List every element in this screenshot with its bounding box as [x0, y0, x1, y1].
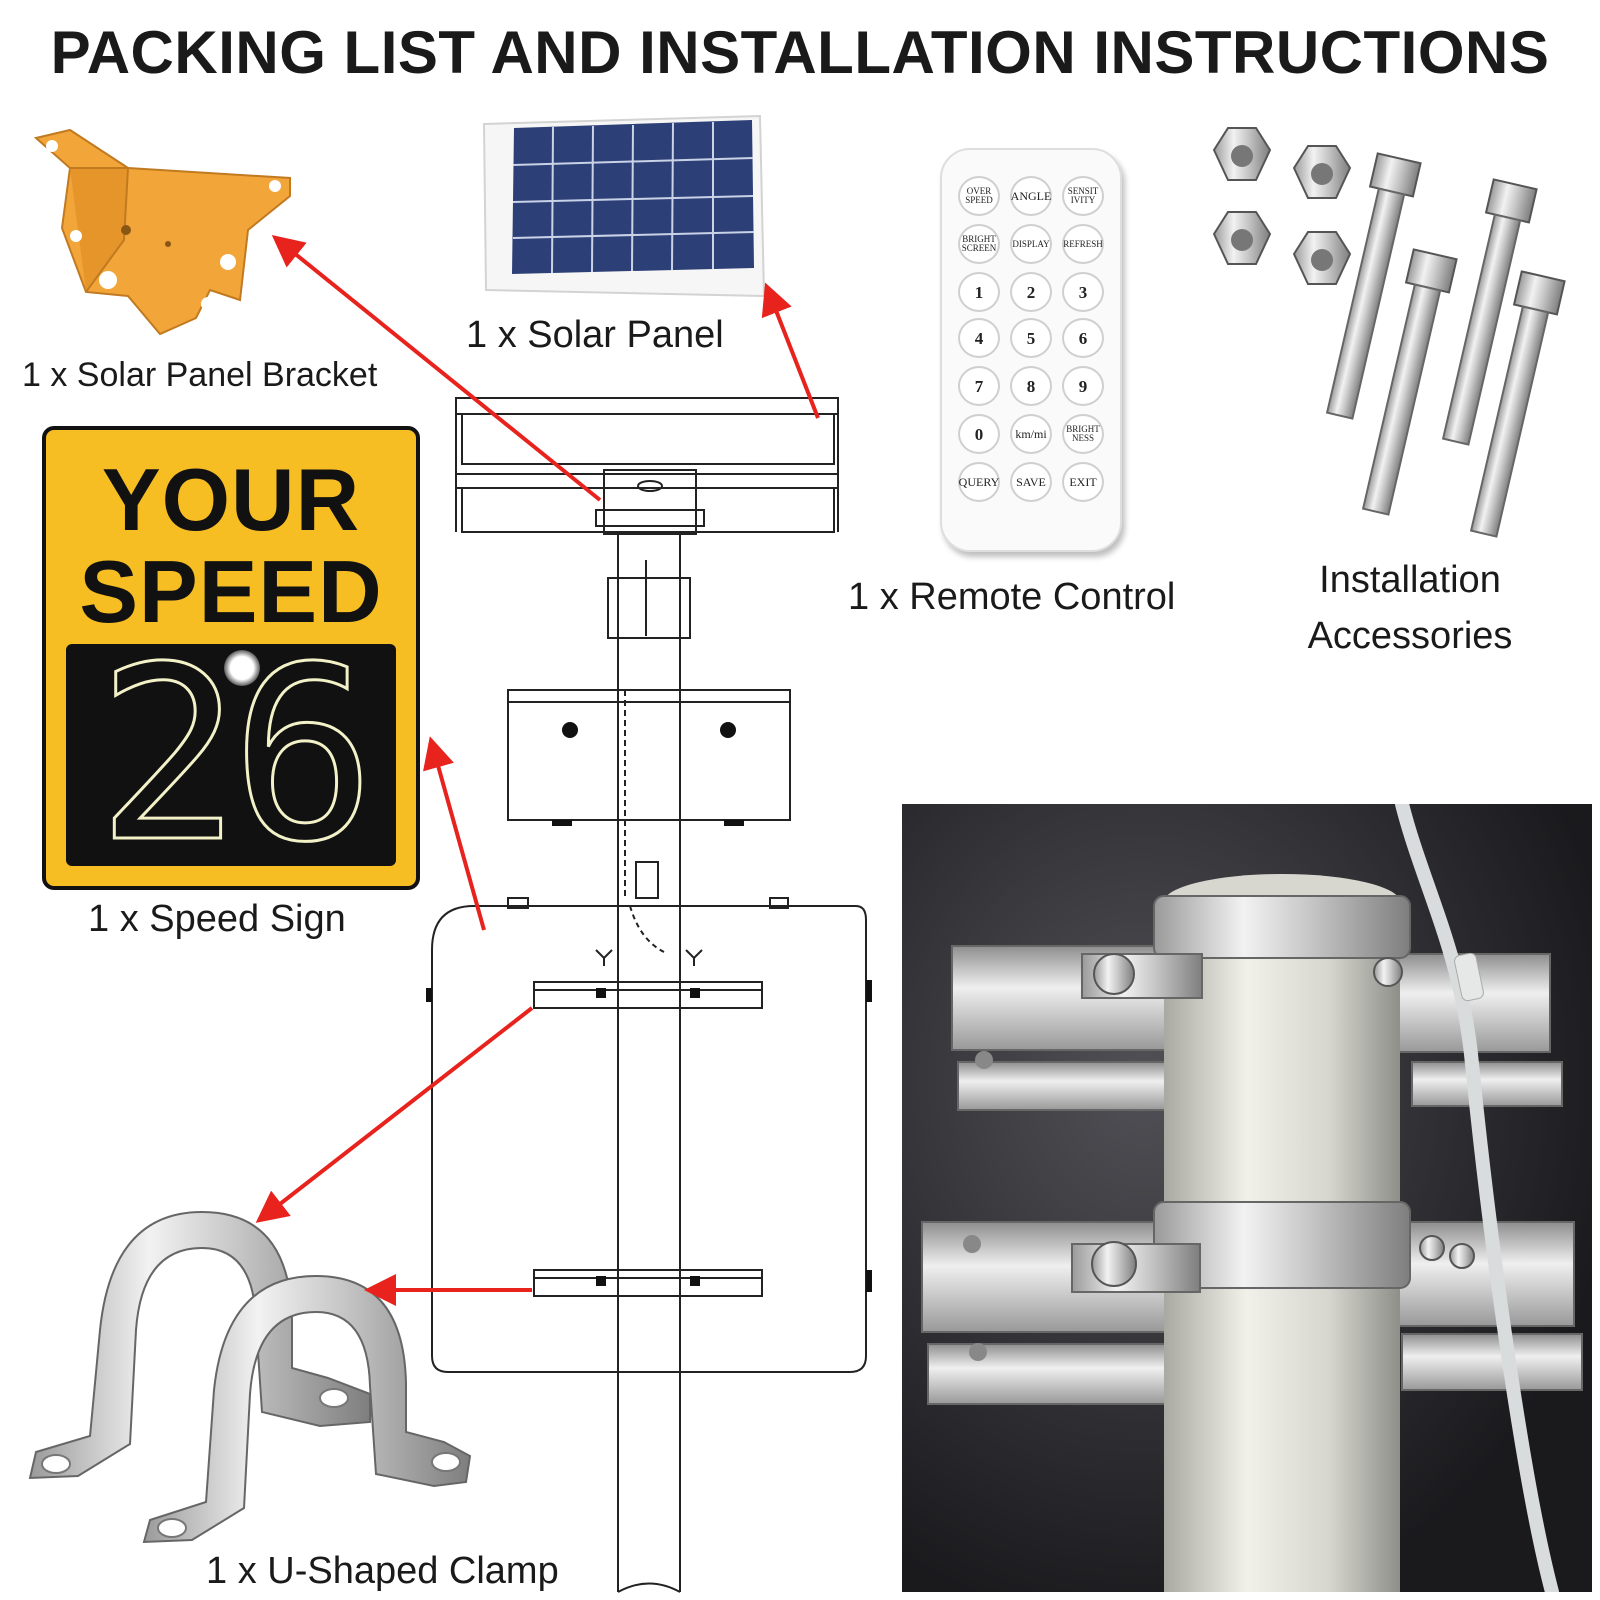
speed-sign-icon: YOUR SPEED 26: [42, 426, 420, 890]
remote-button-4: 4: [958, 318, 1000, 358]
remote-button-bright-screen: BRIGHT SCREEN: [958, 224, 1000, 264]
page-title: PACKING LIST AND INSTALLATION INSTRUCTIO…: [50, 19, 1550, 86]
remote-button-angle: ANGLE: [1010, 176, 1052, 216]
remote-button-2: 2: [1010, 272, 1052, 312]
remote-button-refresh: REFRESH: [1062, 224, 1104, 264]
remote-button-query: QUERY: [958, 462, 1000, 502]
arrow-to-solar-panel: [761, 282, 820, 419]
remote-button-save: SAVE: [1010, 462, 1052, 502]
diagram-fasteners: [426, 722, 872, 1292]
label-accessories-line1: Installation: [1319, 559, 1501, 601]
remote-button-exit: EXIT: [1062, 462, 1104, 502]
remote-button-5: 5: [1010, 318, 1052, 358]
remote-button-over-speed: OVER SPEED: [958, 176, 1000, 216]
bolt-icon: [1325, 152, 1566, 538]
label-speed-sign: 1 x Speed Sign: [88, 898, 346, 940]
remote-button-3: 3: [1062, 272, 1104, 312]
remote-button-brightness: BRIGHT NESS: [1062, 414, 1104, 454]
remote-button-display: DISPLAY: [1010, 224, 1052, 264]
solar-panel-bracket-icon: [33, 128, 291, 336]
pole-assembly-diagram: [431, 397, 867, 1593]
u-clamp-icon: [28, 1210, 472, 1544]
remote-button-1: 1: [958, 272, 1000, 312]
remote-button-8: 8: [1010, 366, 1052, 406]
remote-control-icon: OVER SPEED ANGLE SENSIT IVITY BRIGHT SCR…: [940, 148, 1122, 552]
remote-button-9: 9: [1062, 366, 1104, 406]
label-accessories-line2: Accessories: [1307, 615, 1513, 657]
label-u-shaped-clamp: 1 x U-Shaped Clamp: [206, 1550, 559, 1592]
remote-button-7: 7: [958, 366, 1000, 406]
remote-button-6: 6: [1062, 318, 1104, 358]
arrows: [255, 234, 820, 1306]
solar-panel-icon: [482, 114, 766, 298]
remote-button-km-mi: km/mi: [1010, 414, 1052, 454]
pole-mount-photo-drawing: [902, 804, 1592, 1592]
label-solar-panel: 1 x Solar Panel: [466, 314, 724, 356]
nut-icon: [1212, 127, 1352, 285]
arrow-to-speed-sign: [423, 736, 486, 931]
sign-display: 26: [66, 634, 396, 877]
sign-line-2: SPEED: [79, 542, 383, 641]
radar-led-icon: [224, 650, 260, 686]
remote-button-0: 0: [958, 414, 1000, 454]
label-installation-accessories: Installation Accessories: [1282, 552, 1538, 664]
label-remote-control: 1 x Remote Control: [848, 576, 1176, 618]
arrow-to-clamp-1: [255, 1006, 534, 1223]
label-solar-panel-bracket: 1 x Solar Panel Bracket: [22, 356, 378, 394]
sign-line-1: YOUR: [101, 450, 361, 549]
arrow-to-bracket: [271, 234, 602, 502]
pole-mount-photo: [902, 804, 1592, 1592]
remote-button-sensitivity: SENSIT IVITY: [1062, 176, 1104, 216]
